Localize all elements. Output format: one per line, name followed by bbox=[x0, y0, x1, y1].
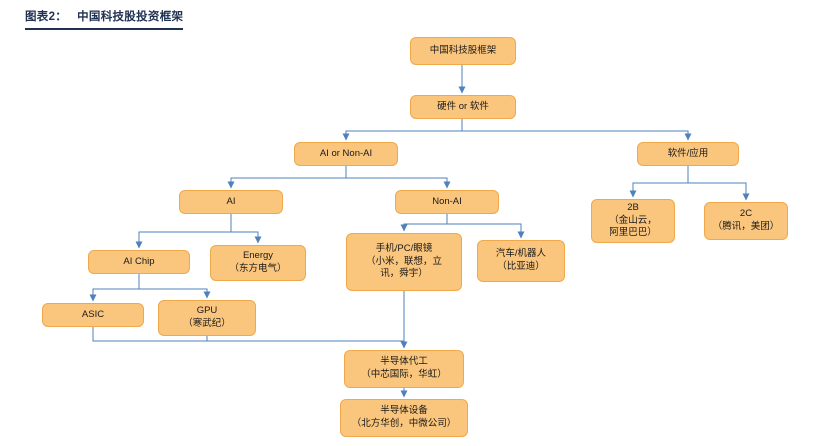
node-auto-robot: 汽车/机器人（比亚迪） bbox=[477, 240, 565, 282]
edge-asic-to-foundry-join bbox=[92, 327, 404, 342]
figure-title-text: 中国科技股投资框架 bbox=[77, 11, 184, 23]
node-phone-pc-glasses: 手机/PC/眼镜（小米，联想，立讯，舜宇） bbox=[346, 233, 462, 291]
node-to-b: 2B（金山云，阿里巴巴） bbox=[591, 199, 675, 243]
node-software-app: 软件/应用 bbox=[637, 142, 739, 166]
node-gpu: GPU（寒武纪） bbox=[158, 300, 256, 336]
figure-title: 图表2： 中国科技股投资框架 bbox=[25, 8, 184, 30]
edge-ai-chip-to-gpu bbox=[138, 274, 211, 299]
edge-ai-or-non-ai-to-non-ai bbox=[345, 166, 451, 189]
node-non-ai: Non-AI bbox=[395, 190, 499, 214]
node-energy: Energy（东方电气） bbox=[210, 245, 306, 281]
edge-ai-to-energy bbox=[230, 214, 262, 244]
node-ai-or-non-ai: AI or Non-AI bbox=[294, 142, 398, 166]
figure-label: 图表2： bbox=[25, 11, 68, 23]
edge-software-app-to-to-c bbox=[687, 166, 750, 201]
node-to-c: 2C（腾讯，美团） bbox=[704, 202, 788, 240]
node-semi-equipment: 半导体设备（北方华创，中微公司） bbox=[340, 399, 468, 437]
node-ai: AI bbox=[179, 190, 283, 214]
node-root: 中国科技股框架 bbox=[410, 37, 516, 65]
node-ai-chip: AI Chip bbox=[88, 250, 190, 274]
node-hw-or-sw: 硬件 or 软件 bbox=[410, 95, 516, 119]
node-foundry: 半导体代工（中芯国际，华虹） bbox=[344, 350, 464, 388]
edge-hw-or-sw-to-software-app bbox=[461, 119, 692, 141]
edge-non-ai-to-auto-robot bbox=[446, 214, 525, 239]
node-asic: ASIC bbox=[42, 303, 144, 327]
